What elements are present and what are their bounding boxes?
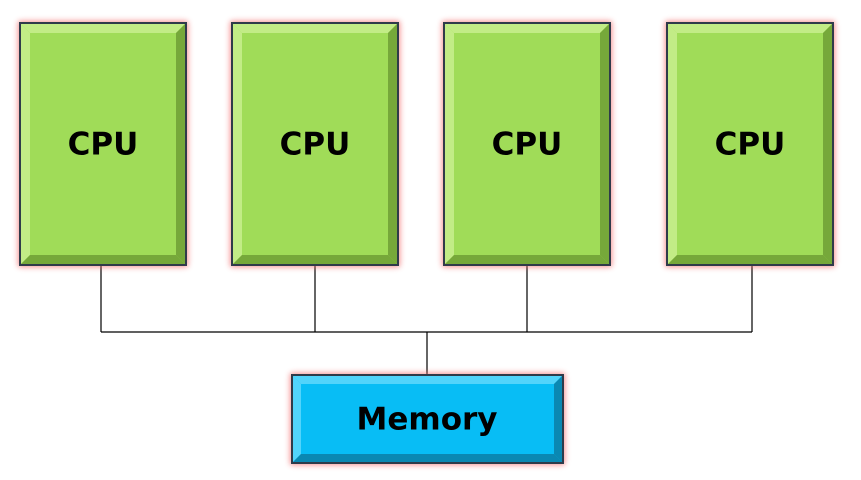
cpu-label: CPU xyxy=(68,127,139,163)
memory-label: Memory xyxy=(357,402,498,438)
cpu-box: CPU xyxy=(18,21,188,267)
cpu-box: CPU xyxy=(230,21,400,267)
cpu-label: CPU xyxy=(715,127,786,163)
memory-box: Memory xyxy=(290,373,565,465)
memory-bus xyxy=(100,264,753,375)
cpu-box: CPU xyxy=(442,21,612,267)
cpu-label: CPU xyxy=(492,127,563,163)
cpu-box: CPU xyxy=(665,21,835,267)
cpu-label: CPU xyxy=(280,127,351,163)
